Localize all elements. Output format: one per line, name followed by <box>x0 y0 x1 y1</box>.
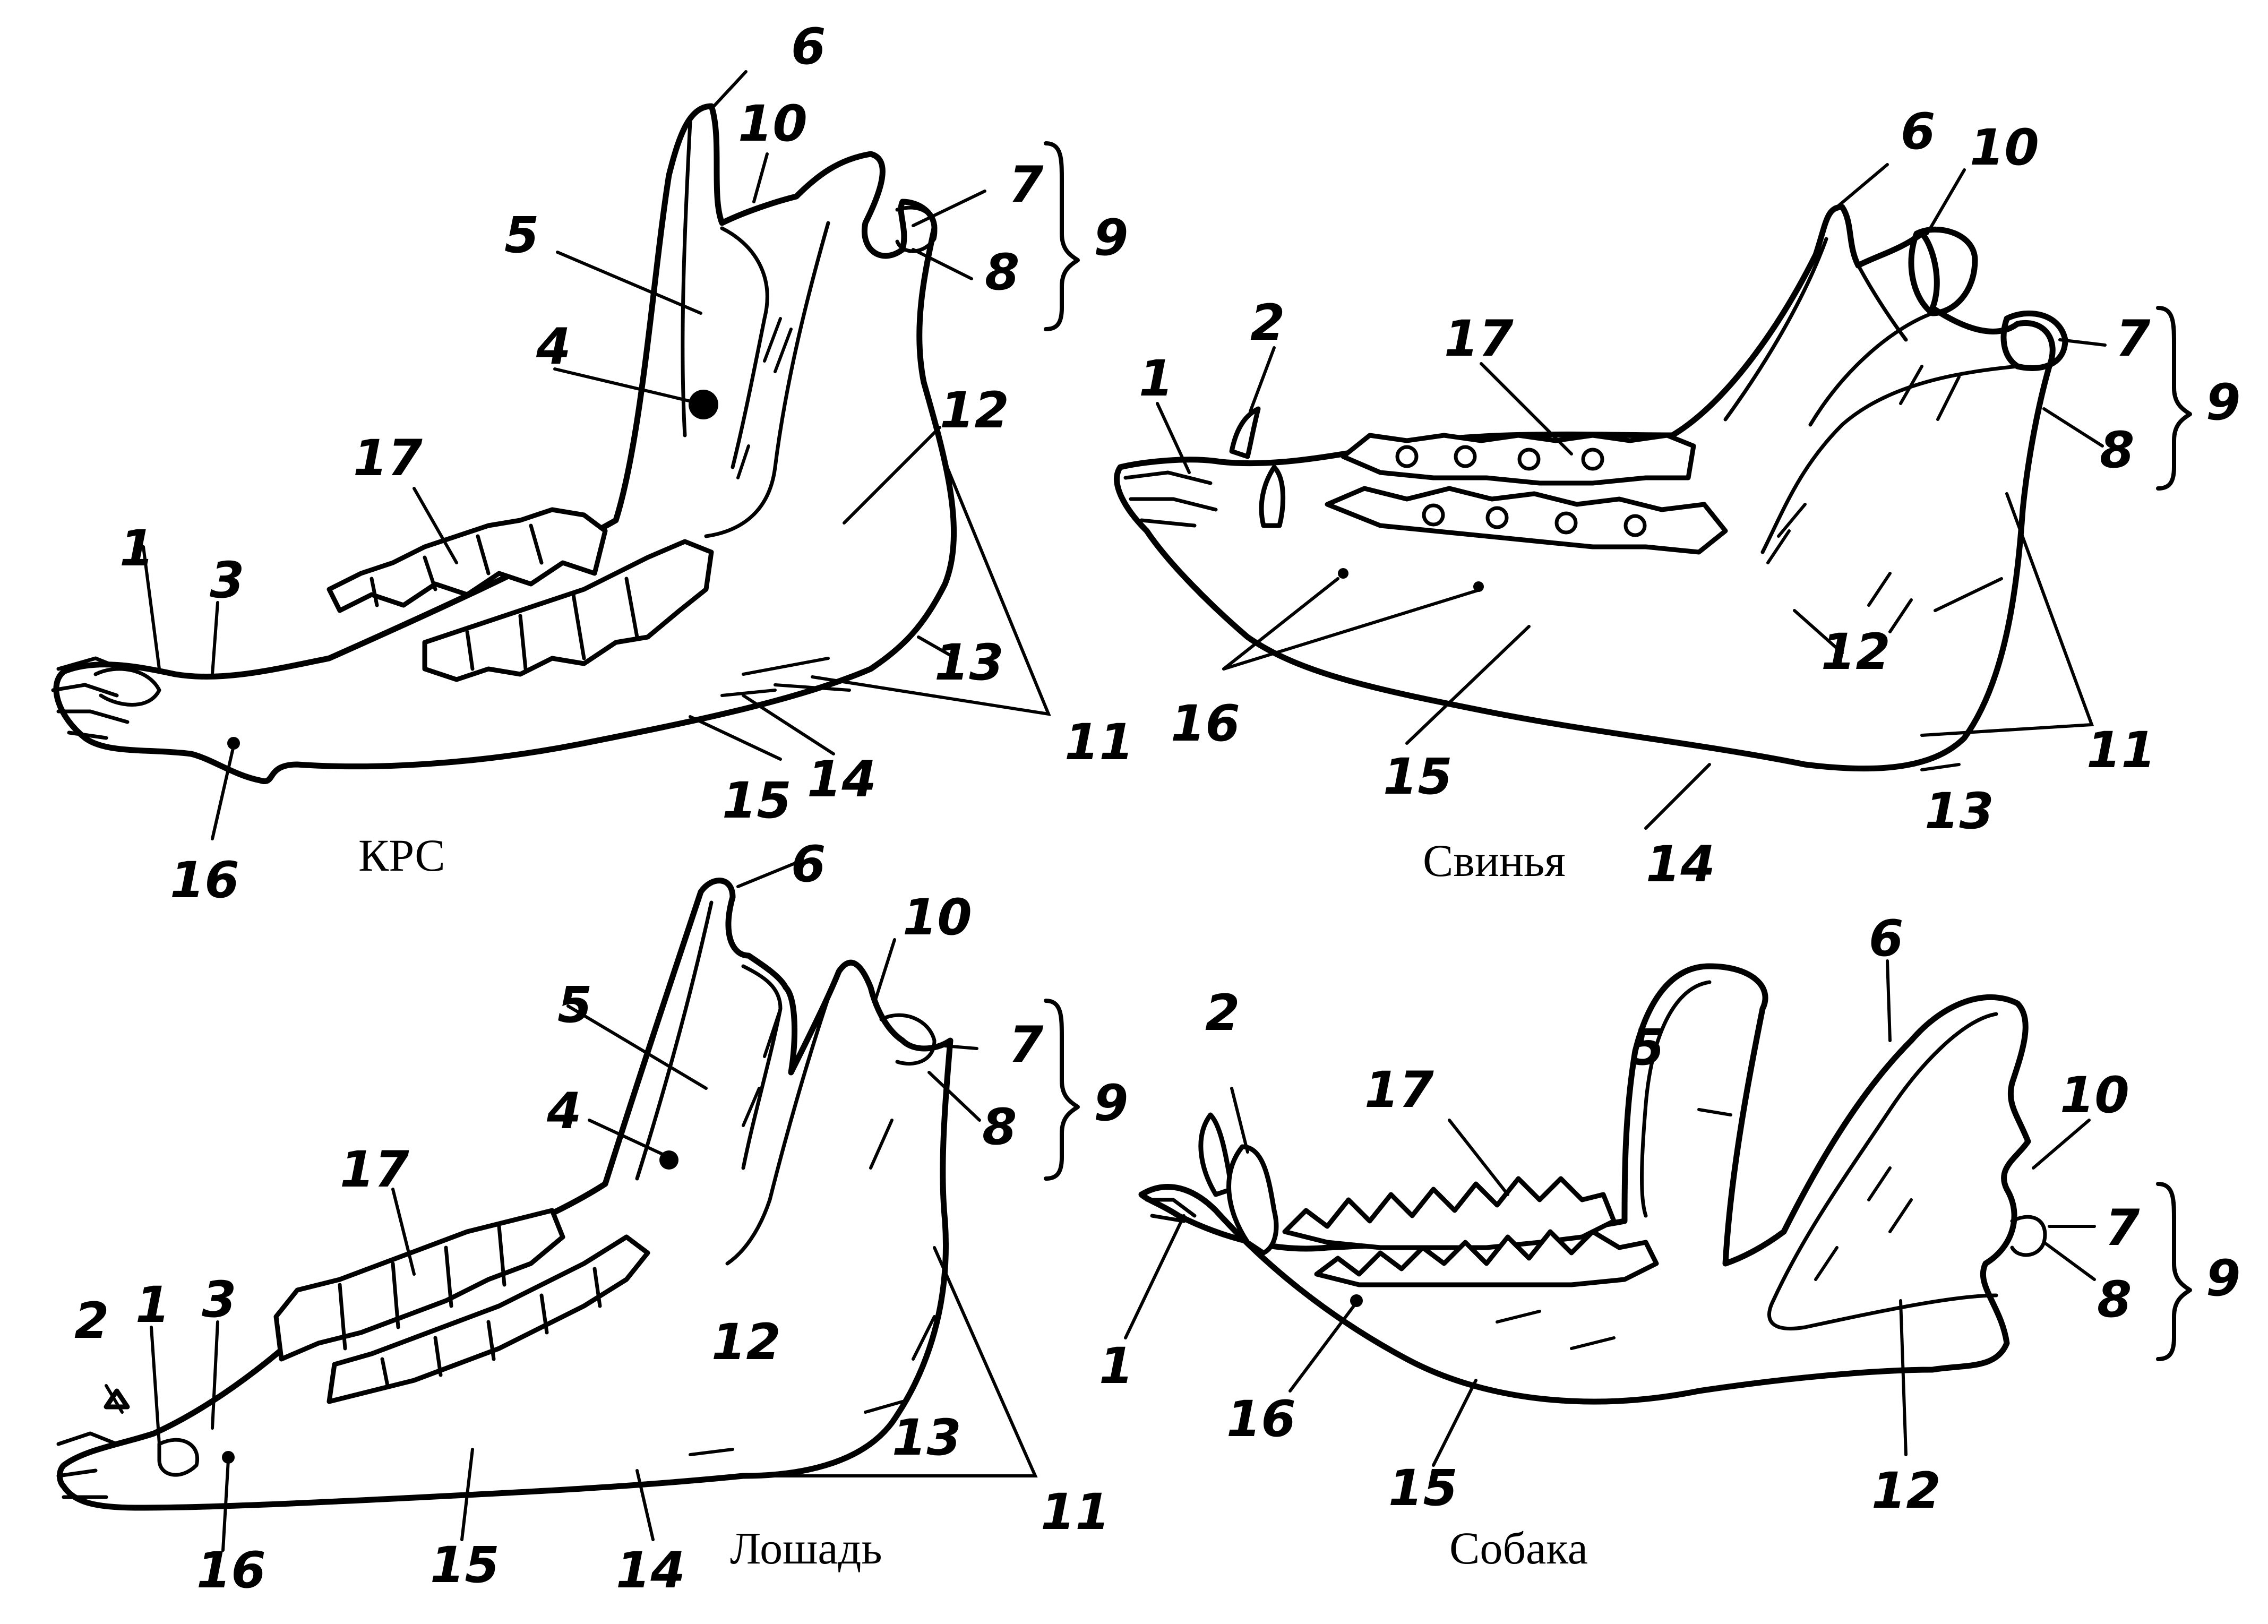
horse-label-13: 13 <box>892 1409 961 1467</box>
horse-label-5: 5 <box>557 976 592 1034</box>
horse-label-1: 1 <box>135 1276 170 1334</box>
cattle-label-7: 7 <box>1009 156 1044 214</box>
pig-canine <box>1229 406 1261 459</box>
pig-brace <box>2156 306 2192 491</box>
dog-label-7: 7 <box>2105 1199 2140 1257</box>
horse-label-6: 6 <box>791 836 826 893</box>
dog-upper-canine <box>1198 1112 1234 1197</box>
horse-label-10: 10 <box>903 889 972 947</box>
cattle-label-17: 17 <box>353 429 423 487</box>
pig-label-13: 13 <box>1925 783 1994 840</box>
pig-label-17: 17 <box>1444 310 1514 368</box>
cattle-label-6: 6 <box>791 18 826 76</box>
pig-label-9: 9 <box>2206 374 2240 432</box>
dog-label-2: 2 <box>1205 984 1240 1042</box>
dog-labels: 6 10 7 8 9 5 17 2 1 16 15 12 <box>1099 910 2240 1520</box>
pig-caption: Свинья <box>1423 835 1566 886</box>
cattle-mandible-drawing <box>51 103 957 785</box>
dog-brace <box>2156 1182 2192 1361</box>
dog-label-1: 1 <box>1099 1337 1133 1395</box>
horse-labels: 6 10 7 8 9 5 4 17 12 2 1 3 13 11 16 15 1… <box>74 836 1128 1600</box>
cattle-labels: 6 10 7 8 9 5 4 12 17 1 3 13 11 14 15 16 <box>119 18 1134 909</box>
pig-label-1: 1 <box>1139 350 1173 408</box>
cattle-leaders <box>142 70 1051 840</box>
pig-label-6: 6 <box>1901 103 1935 161</box>
horse-caption: Лошадь <box>730 1523 882 1574</box>
cattle-label-10: 10 <box>738 95 807 153</box>
horse-brace <box>1044 999 1080 1181</box>
horse-label-3: 3 <box>202 1271 236 1329</box>
cattle-label-9: 9 <box>1094 209 1128 267</box>
horse-cheek-teeth <box>273 1208 650 1404</box>
dog-label-9: 9 <box>2206 1250 2240 1308</box>
dog-leaders <box>1124 959 2096 1467</box>
dog-label-5: 5 <box>1630 1019 1664 1077</box>
dog-label-17: 17 <box>1364 1061 1434 1119</box>
pig-label-7: 7 <box>2116 310 2151 368</box>
pig-labels: 6 10 7 8 9 17 2 1 12 11 16 15 13 14 <box>1139 103 2240 893</box>
dog-mandible-drawing <box>1138 963 2047 1405</box>
dog-label-12: 12 <box>1871 1462 1941 1520</box>
cattle-label-8: 8 <box>985 244 1019 302</box>
pig-label-11: 11 <box>2086 721 2156 779</box>
pig-label-2: 2 <box>1250 294 1285 352</box>
cattle-label-16: 16 <box>170 852 239 909</box>
horse-leaders <box>105 861 1038 1552</box>
pig-label-15: 15 <box>1383 748 1453 806</box>
cattle-label-14: 14 <box>807 751 877 809</box>
horse-label-15: 15 <box>430 1536 500 1594</box>
cattle-label-4: 4 <box>536 318 571 376</box>
cattle-mandibular-foramen <box>689 390 718 419</box>
horse-mandible-drawing <box>56 878 953 1511</box>
pig-label-16: 16 <box>1171 695 1240 753</box>
dog-label-16: 16 <box>1226 1390 1296 1448</box>
cattle-label-5: 5 <box>504 207 539 264</box>
pig-leaders <box>1156 163 2107 830</box>
horse-label-14: 14 <box>616 1542 685 1600</box>
panel-cattle: 6 10 7 8 9 5 4 12 17 1 3 13 11 14 15 16 … <box>51 18 1134 909</box>
cattle-brace <box>1044 141 1080 331</box>
horse-label-8: 8 <box>982 1098 1017 1156</box>
dog-cheek-teeth <box>1282 1176 1659 1287</box>
horse-label-7: 7 <box>1009 1016 1044 1074</box>
cattle-cheek-teeth <box>327 507 714 682</box>
dog-caption: Собака <box>1449 1523 1588 1574</box>
dog-label-6: 6 <box>1869 910 1903 968</box>
dog-lower-canine <box>1226 1144 1279 1256</box>
dog-label-10: 10 <box>2060 1067 2129 1124</box>
pig-label-12: 12 <box>1821 623 1891 681</box>
cattle-label-12: 12 <box>940 382 1009 440</box>
cattle-label-13: 13 <box>934 634 1004 692</box>
panel-dog: 6 10 7 8 9 5 17 2 1 16 15 12 Собака <box>1099 910 2240 1574</box>
pig-label-14: 14 <box>1646 836 1715 893</box>
pig-cheek-teeth <box>1325 433 1728 555</box>
pig-lower-canine <box>1259 465 1285 528</box>
cattle-label-1: 1 <box>119 520 154 578</box>
pig-label-8: 8 <box>2100 422 2134 479</box>
horse-label-4: 4 <box>546 1082 581 1140</box>
panel-horse: 6 10 7 8 9 5 4 17 12 2 1 3 13 11 16 15 1… <box>56 836 1128 1600</box>
pig-mandible-drawing <box>1114 204 2068 772</box>
horse-label-11: 11 <box>1041 1483 1110 1541</box>
cattle-label-11: 11 <box>1064 714 1134 771</box>
cattle-mental-foramen <box>227 737 240 750</box>
horse-label-9: 9 <box>1094 1075 1128 1132</box>
cattle-label-15: 15 <box>722 772 792 830</box>
cattle-label-3: 3 <box>210 552 244 609</box>
horse-label-16: 16 <box>196 1542 266 1600</box>
cattle-caption: КРС <box>358 830 445 881</box>
horse-label-17: 17 <box>340 1141 409 1199</box>
panel-pig: 6 10 7 8 9 17 2 1 12 11 16 15 13 14 Свин… <box>1114 103 2240 893</box>
horse-label-2: 2 <box>74 1292 109 1350</box>
horse-label-12: 12 <box>711 1313 781 1371</box>
pig-label-10: 10 <box>1970 119 2039 177</box>
dog-label-8: 8 <box>2097 1271 2132 1329</box>
dog-label-15: 15 <box>1388 1459 1458 1517</box>
